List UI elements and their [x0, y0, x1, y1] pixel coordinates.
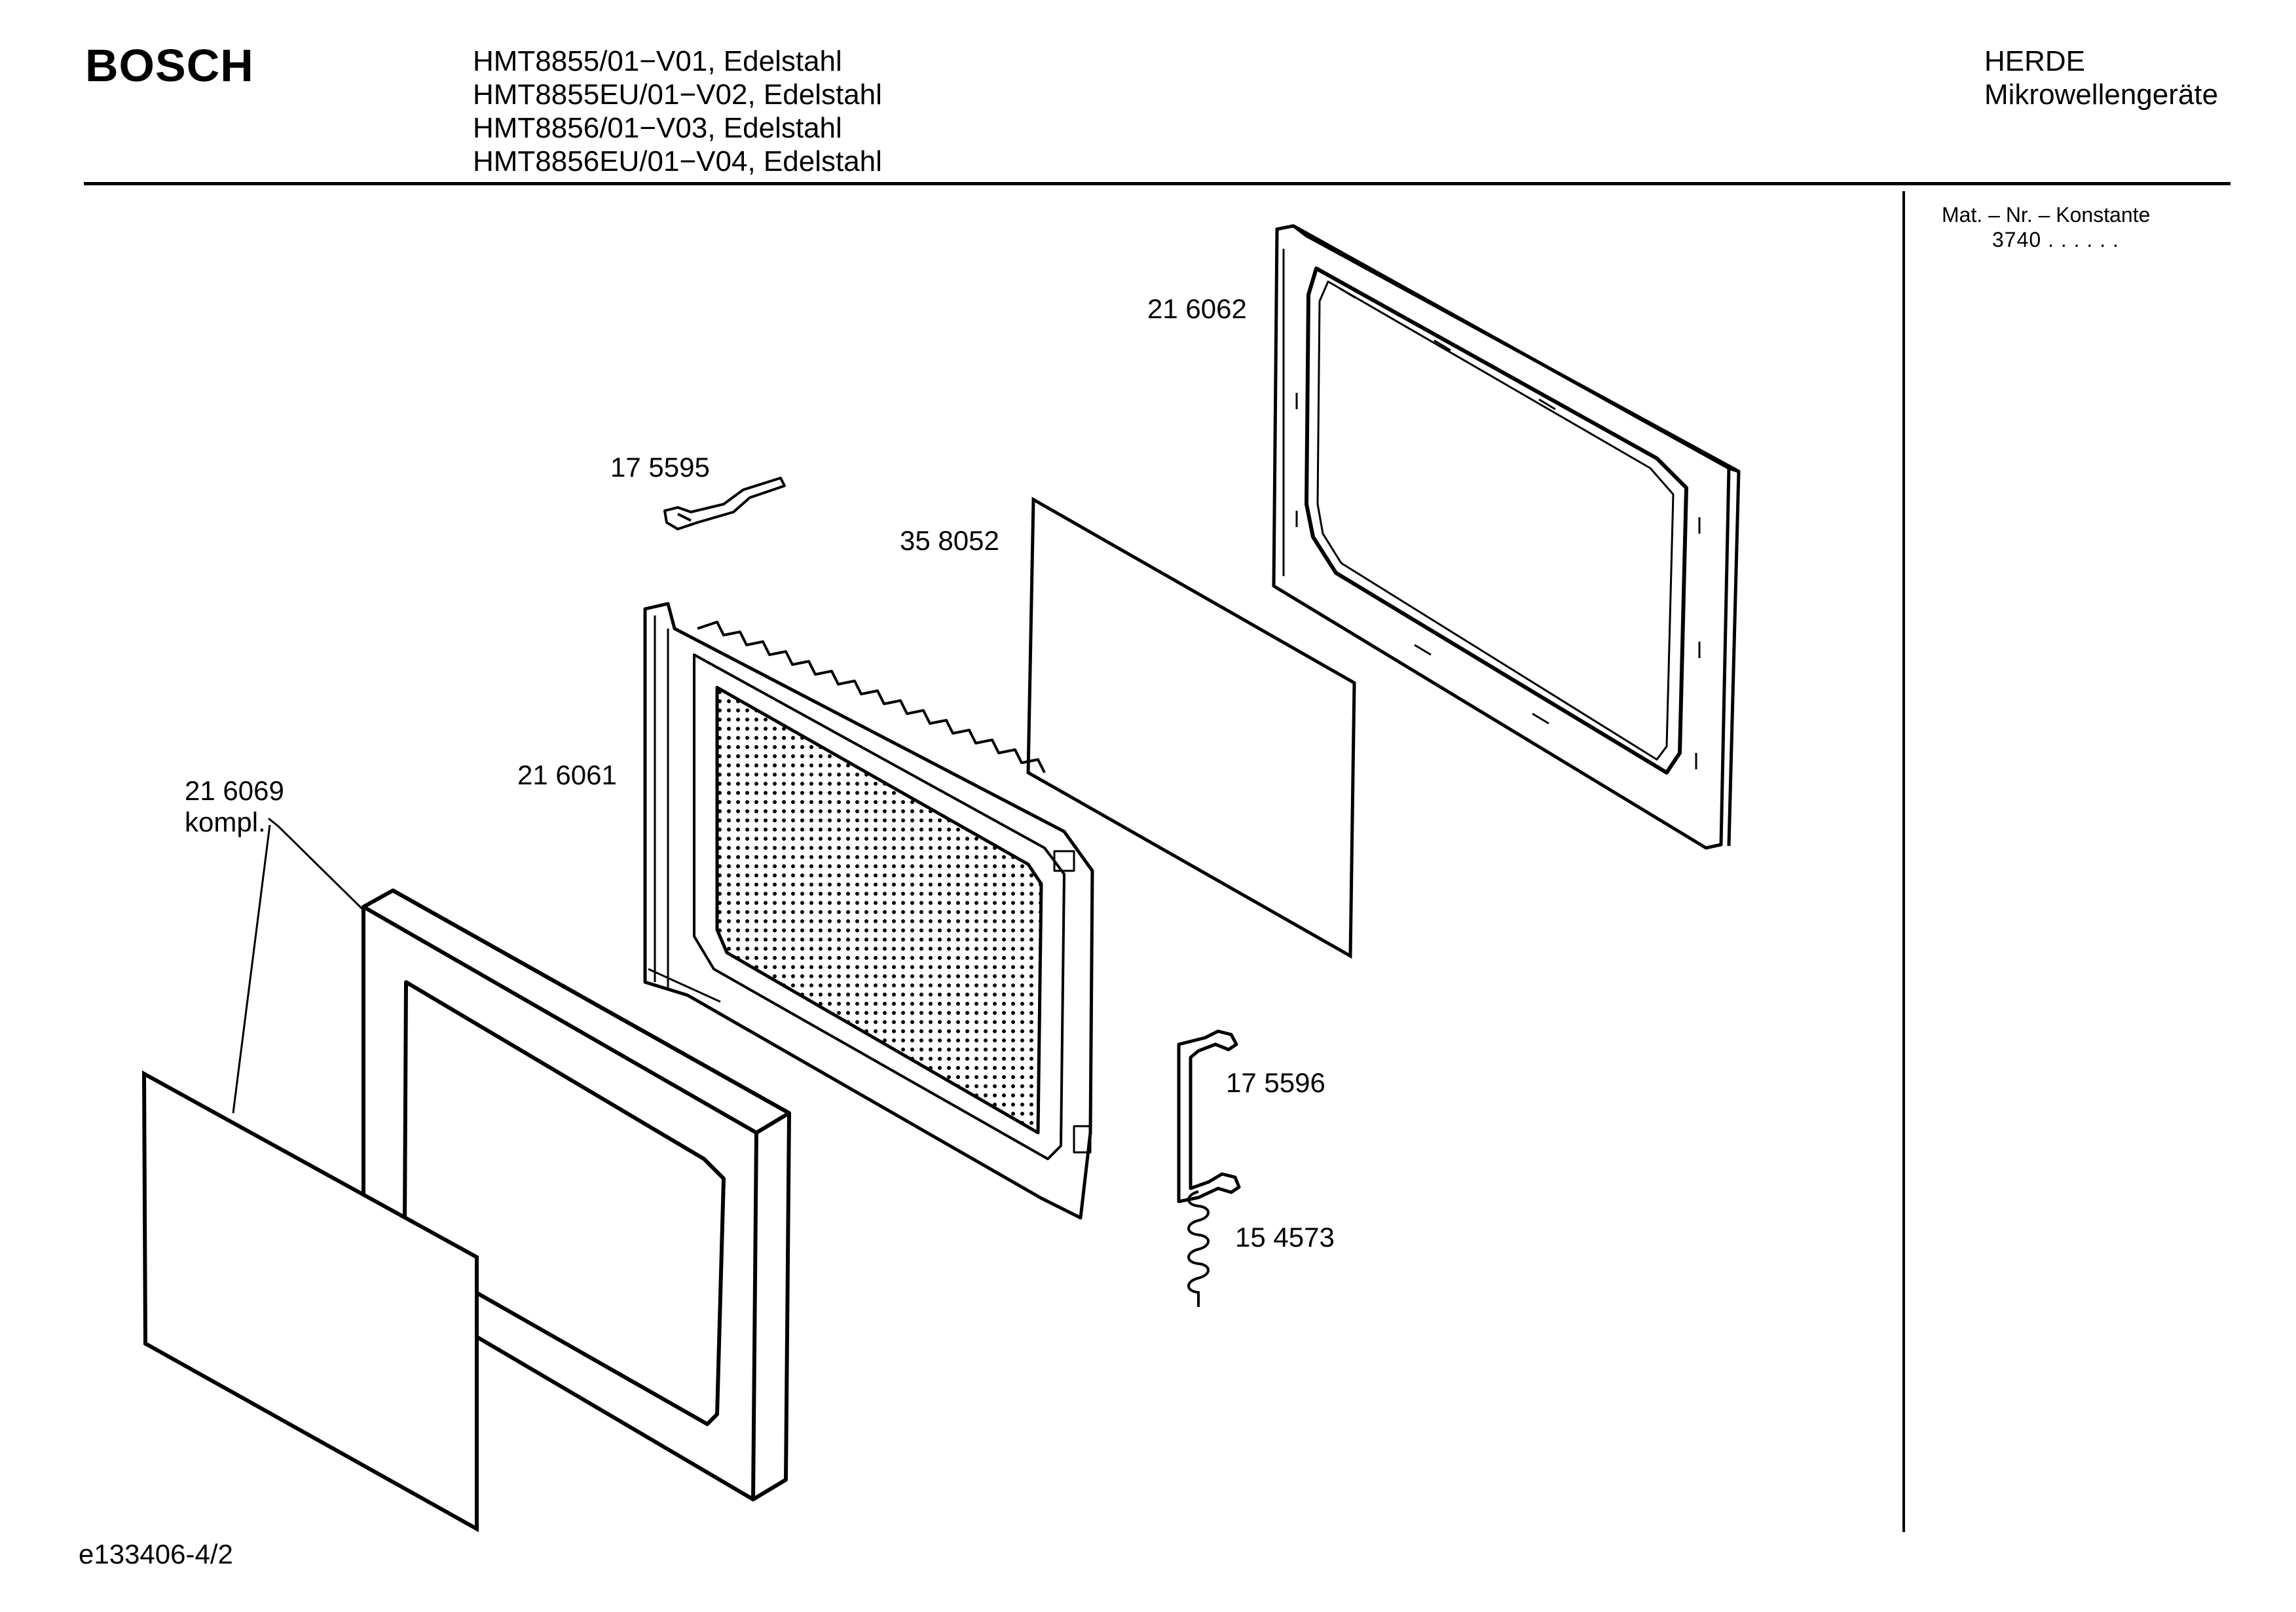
brand-logo: BOSCH — [85, 40, 254, 91]
label-175595: 17 5595 — [610, 452, 710, 483]
label-216062: 21 6062 — [1147, 293, 1247, 324]
document-id: e133406-4/2 — [79, 1539, 233, 1569]
part-rear-frame — [1272, 224, 1741, 850]
model-line-1: HMT8855/01−V01, Edelstahl — [473, 45, 842, 77]
part-glass-pane — [1026, 496, 1356, 959]
part-small-clip — [663, 477, 786, 530]
model-line-2: HMT8855EU/01−V02, Edelstahl — [473, 79, 882, 111]
model-line-3: HMT8856/01−V03, Edelstahl — [473, 112, 842, 144]
model-list: HMT8855/01−V01, Edelstahl HMT8855EU/01−V… — [473, 45, 882, 178]
part-inner-door — [643, 602, 1094, 1220]
part-hook-bracket — [1177, 1029, 1241, 1203]
part-front-glass — [141, 1070, 479, 1533]
product-category: HERDE Mikrowellengeräte — [1984, 45, 2218, 111]
category-line-1: HERDE — [1984, 45, 2086, 77]
part-spring — [1187, 1190, 1210, 1307]
side-divider — [1902, 191, 1905, 1532]
model-line-4: HMT8856EU/01−V04, Edelstahl — [473, 145, 882, 177]
label-358052: 35 8052 — [900, 525, 999, 556]
label-216061: 21 6061 — [517, 760, 617, 790]
label-175596: 17 5596 — [1226, 1067, 1325, 1098]
header-divider — [84, 182, 2231, 185]
label-216069: 21 6069 — [185, 775, 284, 806]
mat-number-label: Mat. – Nr. – Konstante — [1942, 203, 2151, 227]
label-216069-note: kompl. — [185, 807, 266, 837]
label-154573: 15 4573 — [1235, 1222, 1335, 1253]
mat-number-value: 3740 . . . . . . — [1992, 228, 2119, 251]
category-line-2: Mikrowellengeräte — [1984, 79, 2219, 111]
leader-lines — [232, 817, 365, 1114]
